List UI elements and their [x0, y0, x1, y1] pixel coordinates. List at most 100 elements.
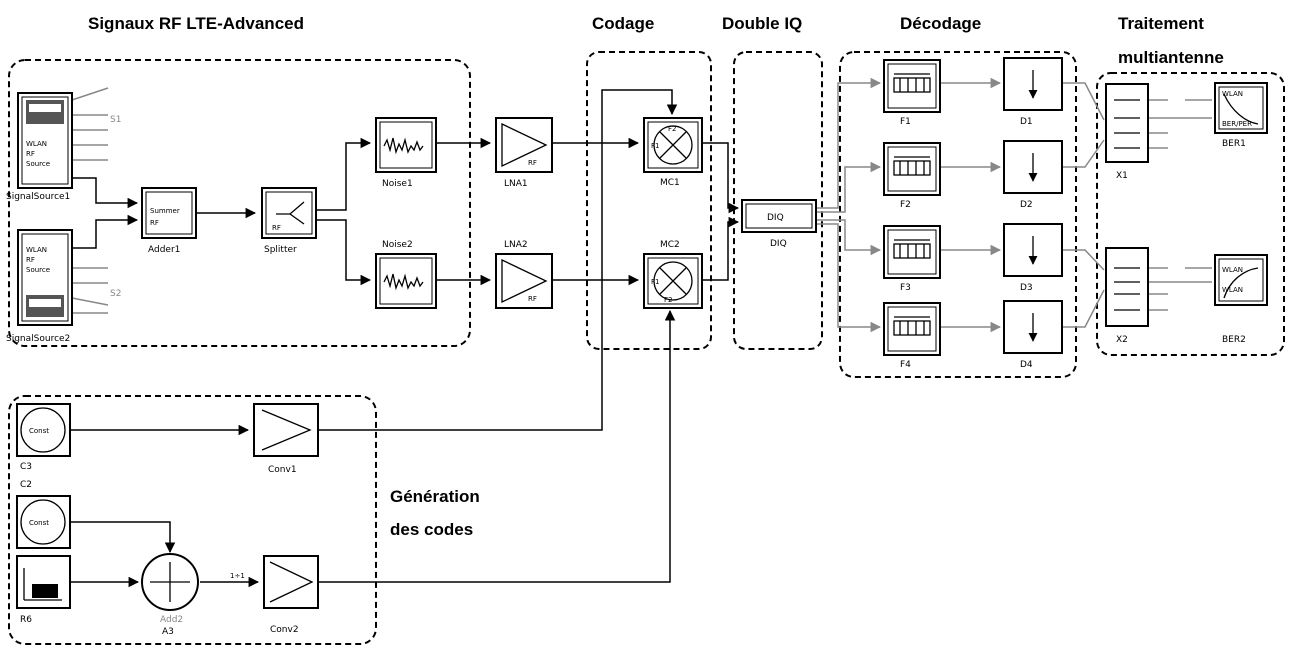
- svg-text:RF: RF: [272, 224, 281, 232]
- svg-text:C2: C2: [20, 480, 32, 490]
- signal-source-1[interactable]: WLAN RF Source SignalSource1 S1: [6, 92, 121, 202]
- decimator-d1[interactable]: D1: [1003, 57, 1063, 127]
- mixer-mc2[interactable]: F1 F2 MC2: [643, 240, 703, 309]
- svg-text:C3: C3: [20, 462, 32, 472]
- svg-text:RF: RF: [528, 159, 537, 167]
- signal-source-2[interactable]: WLAN RF Source SignalSource2 S2: [6, 229, 121, 344]
- svg-text:D3: D3: [1020, 283, 1033, 293]
- svg-text:LNA2: LNA2: [504, 240, 528, 250]
- const-c3-block[interactable]: Const C3: [16, 403, 71, 472]
- title-codes-line1: Génération: [390, 487, 480, 506]
- mixer-mc1[interactable]: F1 F2 MC1: [643, 117, 703, 188]
- svg-text:Source: Source: [26, 160, 50, 168]
- svg-text:MC2: MC2: [660, 240, 680, 250]
- svg-text:BER2: BER2: [1222, 335, 1246, 345]
- filter-f2[interactable]: F2: [883, 142, 941, 210]
- svg-text:WLAN: WLAN: [1222, 286, 1243, 294]
- svg-text:F1: F1: [900, 117, 911, 127]
- svg-text:Noise2: Noise2: [382, 240, 413, 250]
- svg-text:LNA1: LNA1: [504, 179, 528, 189]
- ber2-block[interactable]: WLAN WLAN BER2: [1214, 254, 1268, 345]
- title-double-iq: Double IQ: [722, 14, 802, 33]
- svg-text:RF: RF: [26, 256, 35, 264]
- svg-text:RF: RF: [150, 219, 159, 227]
- title-mimo-line1: Traitement: [1118, 14, 1204, 33]
- svg-text:DIQ: DIQ: [770, 239, 787, 249]
- noise1-block[interactable]: Noise1: [375, 117, 437, 189]
- svg-text:D4: D4: [1020, 360, 1033, 370]
- group-rf-signals: [8, 59, 471, 347]
- decimator-d4[interactable]: D4: [1003, 300, 1063, 370]
- svg-text:1÷1: 1÷1: [230, 572, 245, 580]
- svg-text:WLAN: WLAN: [26, 246, 47, 254]
- svg-text:SignalSource2: SignalSource2: [6, 334, 70, 344]
- lna1-block[interactable]: RF LNA1: [495, 117, 553, 189]
- adder-add2-block[interactable]: Add2 A3: [141, 553, 199, 637]
- filter-f3[interactable]: F3: [883, 225, 941, 293]
- svg-text:S2: S2: [110, 289, 121, 299]
- svg-text:Add2: Add2: [160, 615, 183, 625]
- svg-text:BER1: BER1: [1222, 139, 1246, 149]
- title-codes-line2: des codes: [390, 520, 473, 539]
- group-mimo: [1096, 72, 1285, 356]
- svg-text:MC1: MC1: [660, 178, 680, 188]
- svg-text:F4: F4: [900, 360, 911, 370]
- svg-text:WLAN: WLAN: [1222, 90, 1243, 98]
- svg-text:Summer: Summer: [150, 207, 180, 215]
- svg-text:F2: F2: [664, 296, 672, 304]
- svg-text:Const: Const: [29, 427, 49, 435]
- svg-text:D1: D1: [1020, 117, 1033, 127]
- ber1-block[interactable]: WLAN BER/PER BER1: [1214, 82, 1268, 149]
- svg-text:X1: X1: [1116, 171, 1128, 181]
- svg-text:F1: F1: [651, 278, 659, 286]
- conv1-block[interactable]: Conv1: [253, 403, 319, 475]
- svg-text:Splitter: Splitter: [264, 245, 297, 255]
- svg-text:D2: D2: [1020, 200, 1033, 210]
- signal-wires: [70, 89, 740, 588]
- mimo-x2-block[interactable]: X2: [1105, 247, 1149, 345]
- svg-text:RF: RF: [26, 150, 35, 158]
- svg-text:F1: F1: [651, 142, 659, 150]
- const-c2-block[interactable]: C2 Const: [16, 480, 71, 549]
- diq-block[interactable]: DIQ DIQ: [741, 199, 817, 249]
- group-coding: [586, 51, 712, 350]
- title-mimo-line2: multiantenne: [1118, 48, 1224, 67]
- splitter-block[interactable]: RF Splitter: [261, 187, 317, 255]
- lna2-block[interactable]: RF LNA2: [495, 240, 553, 309]
- decimator-d3[interactable]: D3: [1003, 223, 1063, 293]
- svg-text:F3: F3: [900, 283, 911, 293]
- noise2-block[interactable]: Noise2: [375, 240, 437, 309]
- ramp-r6-block[interactable]: R6: [16, 555, 71, 625]
- svg-text:A3: A3: [162, 627, 174, 637]
- svg-text:Source: Source: [26, 266, 50, 274]
- svg-text:BER/PER: BER/PER: [1222, 120, 1252, 128]
- mimo-x1-block[interactable]: X1: [1105, 83, 1149, 181]
- svg-text:F2: F2: [900, 200, 911, 210]
- svg-text:DIQ: DIQ: [767, 213, 784, 223]
- title-decoding: Décodage: [900, 14, 981, 33]
- svg-text:S1: S1: [110, 115, 121, 125]
- title-coding: Codage: [592, 14, 654, 33]
- svg-text:X2: X2: [1116, 335, 1128, 345]
- group-decoding: [839, 51, 1077, 378]
- svg-text:Const: Const: [29, 519, 49, 527]
- filter-f4[interactable]: F4: [883, 302, 941, 370]
- group-double-iq: [733, 51, 823, 350]
- adder1-block[interactable]: Summer RF Adder1: [141, 187, 197, 255]
- svg-text:Conv1: Conv1: [268, 465, 297, 475]
- svg-text:Conv2: Conv2: [270, 625, 299, 635]
- grey-wires: [71, 77, 1212, 333]
- svg-text:F2: F2: [668, 125, 676, 133]
- filter-f1[interactable]: F1: [883, 59, 941, 127]
- svg-text:SignalSource1: SignalSource1: [6, 192, 70, 202]
- svg-text:Noise1: Noise1: [382, 179, 413, 189]
- conv2-block[interactable]: Conv2 1÷1: [230, 555, 319, 635]
- svg-text:WLAN: WLAN: [26, 140, 47, 148]
- svg-text:RF: RF: [528, 295, 537, 303]
- title-rf-signals: Signaux RF LTE-Advanced: [88, 14, 304, 33]
- svg-text:R6: R6: [20, 615, 32, 625]
- decimator-d2[interactable]: D2: [1003, 140, 1063, 210]
- svg-text:Adder1: Adder1: [148, 245, 180, 255]
- svg-text:WLAN: WLAN: [1222, 266, 1243, 274]
